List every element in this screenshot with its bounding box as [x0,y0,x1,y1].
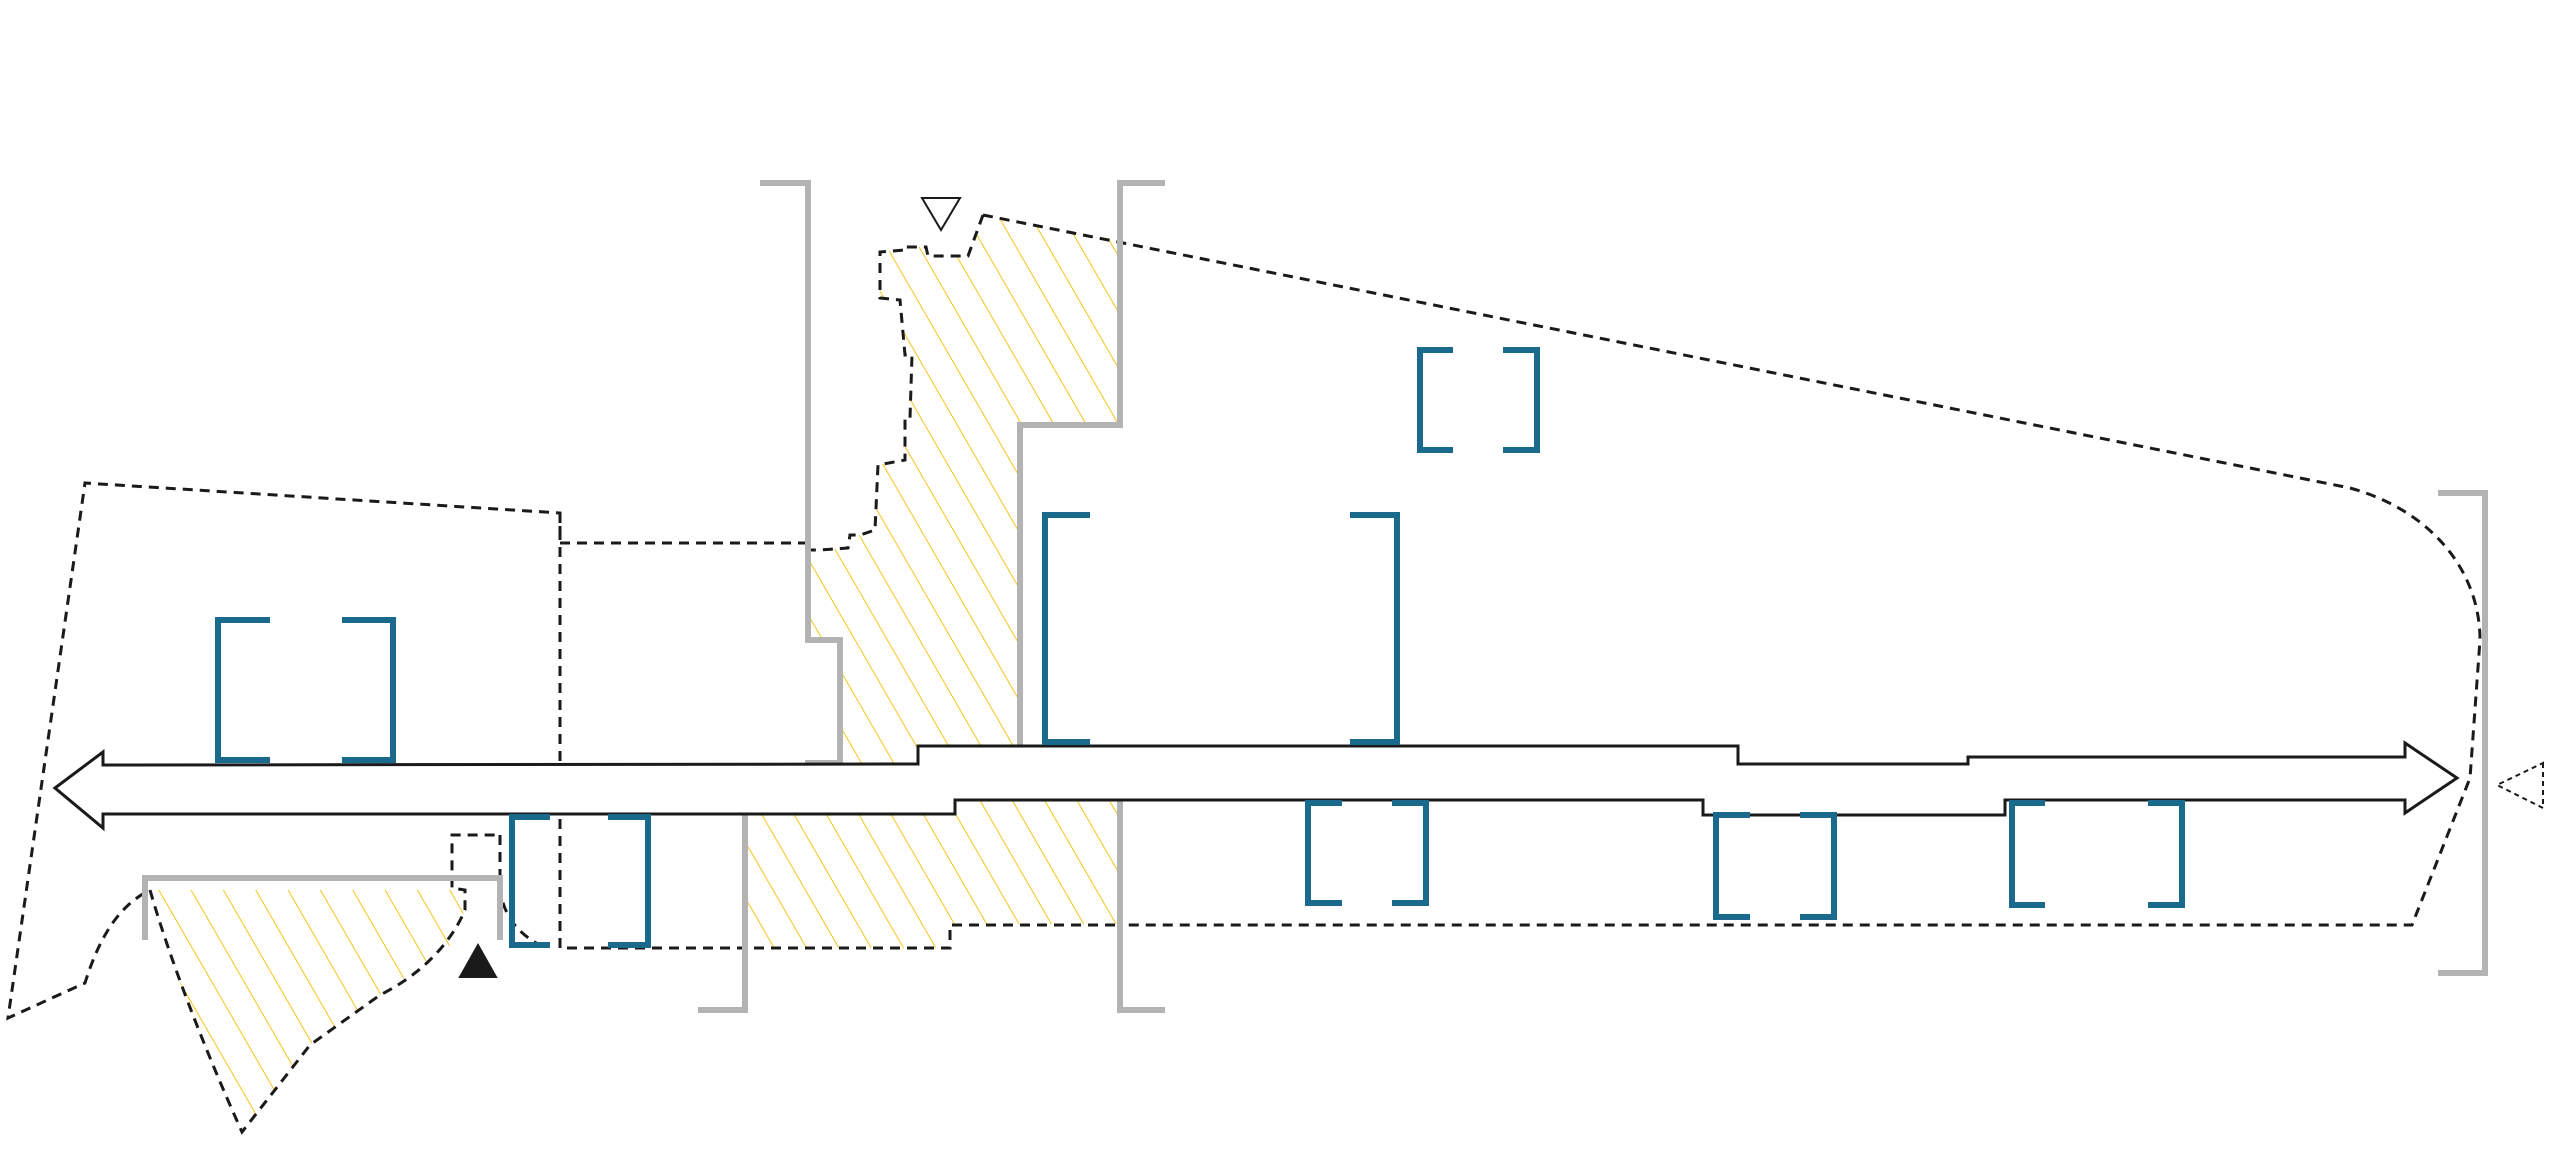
triangle-up-filled-icon [458,942,498,978]
boundary-left-parcel [6,481,808,1021]
blue-bracket-pair-left [215,617,396,763]
hatched-zone-bottom-left [150,890,465,1132]
grey-bracket-far-right [2438,490,2488,976]
blue-bracket-pair-lower-left [509,814,651,948]
grey-bracket-bottom-left [142,875,503,940]
boundary-inner-notch [498,835,546,950]
boundary-bottom-left [148,833,500,1135]
blue-bracket-pair-middle-2 [1713,812,1837,920]
blue-bracket-pair-top [1417,347,1540,453]
blue-bracket-pair-right [2009,800,2185,908]
boundary-main-parcel [808,213,2482,927]
blue-bracket-pair-large [1042,512,1400,745]
triangle-down-outline-icon [920,197,962,232]
triangle-left-dotted-icon [2494,761,2544,810]
grey-bracket-right-tall [1017,180,1165,1013]
blue-bracket-pair-middle-1 [1305,800,1429,906]
hatched-zone-central [745,215,1120,948]
corridor-double-arrow [52,740,2460,832]
